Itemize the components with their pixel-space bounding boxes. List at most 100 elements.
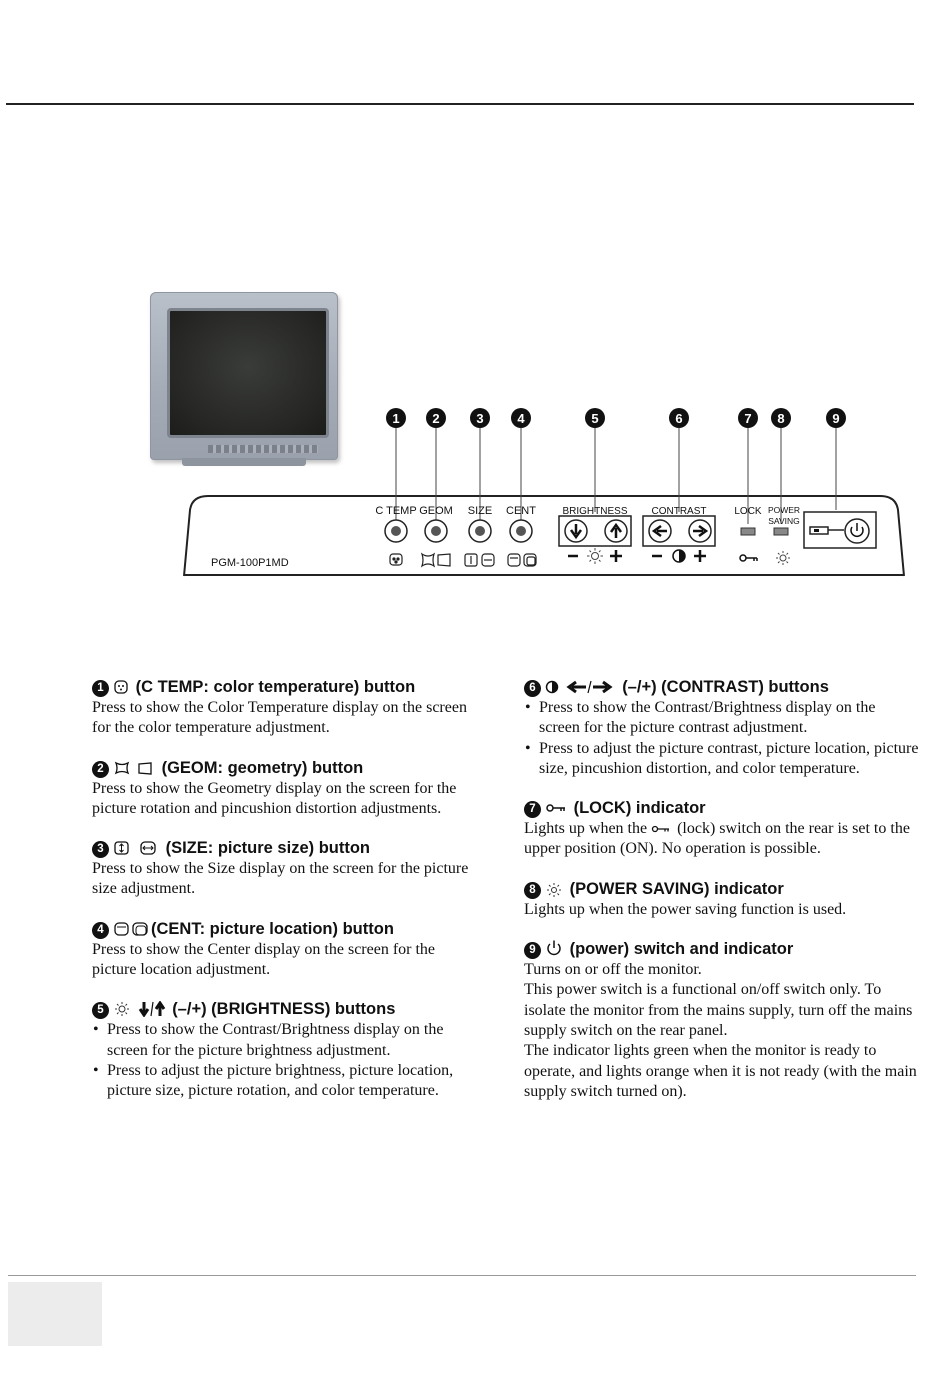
item-text: This power switch is a functional on/off…	[524, 981, 913, 1039]
bullet-item: Press to show the Contrast/Brightness di…	[92, 1020, 482, 1061]
callout-2: 2	[426, 408, 446, 428]
item-text: Lights up when the (lock) switch on the …	[524, 819, 919, 860]
left-right-arrows-icon	[566, 680, 613, 694]
ctemp-icon	[114, 680, 128, 694]
number-badge: 3	[92, 841, 109, 859]
bullet-item: Press to adjust the picture contrast, pi…	[524, 739, 919, 780]
control-panel-diagram: 1 2 3 4 5 6 7 8 9 C TEMP GEOM SIZE CENT …	[183, 408, 905, 577]
item-heading: 4 (CENT: picture location) button	[92, 918, 482, 940]
item-heading: 9 (power) switch and indicator	[524, 938, 919, 960]
item-size: 3 (SIZE: picture size) button Press to s…	[92, 837, 482, 900]
item-cent: 4 (CENT: picture location) button Press t…	[92, 918, 482, 981]
contrast-down-button[interactable]	[648, 519, 672, 543]
item-power: 9 (power) switch and indicator Turns on …	[524, 938, 919, 1102]
item-title: (CENT: picture location) button	[151, 919, 394, 938]
monitor-stand	[182, 458, 306, 466]
callout-5: 5	[585, 408, 605, 428]
geom-icon	[420, 552, 451, 568]
number-badge: 1	[92, 680, 109, 697]
item-heading: 7 (LOCK) indicator	[524, 797, 919, 819]
callout-9: 9	[826, 408, 846, 428]
item-lock: 7 (LOCK) indicator Lights up when the (l…	[524, 797, 919, 860]
size-icon	[114, 841, 156, 855]
item-title: (C TEMP: color temperature) button	[135, 678, 416, 696]
number-badge: 7	[524, 801, 541, 819]
cent-icon	[507, 553, 537, 567]
lock-label: LOCK	[734, 506, 762, 517]
item-title: (–/+) (BRIGHTNESS) buttons	[172, 1000, 396, 1019]
contrast-symbols	[652, 549, 706, 563]
lock-indicator-lamp	[740, 527, 756, 536]
svg-text:8: 8	[777, 411, 784, 426]
number-badge: 8	[524, 881, 541, 899]
item-brightness: 5 (–/+) (BRIGHTNESS) buttons Press to sh…	[92, 998, 482, 1101]
item-text: The indicator lights green when the moni…	[524, 1042, 917, 1100]
contrast-button-group	[642, 515, 716, 547]
item-text: Press to show the Center display on the …	[92, 940, 436, 979]
power-switch[interactable]	[844, 518, 870, 544]
brightness-icon	[115, 1002, 129, 1017]
number-badge: 5	[92, 1002, 109, 1020]
item-title: (LOCK) indicator	[573, 799, 706, 818]
cent-label: CENT	[506, 505, 536, 517]
size-button[interactable]	[468, 519, 492, 543]
bullet-item: Press to show the Contrast/Brightness di…	[524, 698, 919, 739]
ctemp-icon	[389, 553, 403, 566]
item-text: Turns on or off the monitor.	[524, 961, 702, 979]
geom-button[interactable]	[424, 519, 448, 543]
model-name: PGM-100P1MD	[211, 557, 289, 569]
brightness-symbols	[568, 548, 622, 564]
item-title: (power) switch and indicator	[569, 940, 794, 959]
item-contrast: 6 (–/+) (CONTRAST) buttons Press to show…	[524, 676, 919, 779]
cent-button[interactable]	[509, 519, 533, 543]
item-title: (SIZE: picture size) button	[165, 839, 371, 858]
key-icon	[651, 826, 670, 833]
power-saving-label-line2: SAVING	[768, 516, 800, 526]
number-badge: 6	[524, 680, 541, 697]
power-saving-icon	[547, 882, 561, 897]
page-number-tab	[8, 1282, 102, 1346]
item-power-saving: 8 (POWER SAVING) indicator Lights up whe…	[524, 878, 919, 920]
item-title: (–/+) (CONTRAST) buttons	[622, 678, 829, 696]
svg-text:2: 2	[432, 411, 439, 426]
brightness-label: BRIGHTNESS	[562, 506, 627, 517]
number-badge: 9	[524, 942, 541, 960]
item-title: (GEOM: geometry) button	[161, 758, 364, 777]
down-up-arrows-icon	[138, 1001, 165, 1018]
brightness-icon	[587, 548, 603, 564]
item-heading: 2 (GEOM: geometry) button	[92, 757, 482, 779]
callout-1: 1	[386, 408, 406, 428]
power-saving-icon	[776, 551, 790, 565]
power-saving-indicator-lamp	[773, 527, 789, 536]
item-bullets: Press to show the Contrast/Brightness di…	[92, 1020, 482, 1101]
brightness-down-button[interactable]	[564, 519, 588, 543]
item-bullets: Press to show the Contrast/Brightness di…	[524, 698, 919, 779]
cent-icon	[114, 922, 148, 936]
size-icon	[464, 553, 495, 567]
callout-6: 6	[669, 408, 689, 428]
monitor-photo	[150, 292, 340, 468]
number-badge: 4	[92, 921, 109, 939]
panel-outline	[183, 495, 905, 577]
item-heading: 5 (–/+) (BRIGHTNESS) buttons	[92, 998, 482, 1020]
svg-text:9: 9	[832, 411, 839, 426]
ctemp-button[interactable]	[384, 519, 408, 543]
bullet-item: Press to adjust the picture brightness, …	[92, 1061, 482, 1102]
contrast-label: CONTRAST	[652, 506, 707, 517]
item-geom: 2 (GEOM: geometry) button Press to show …	[92, 757, 482, 820]
bottom-rule	[8, 1275, 916, 1276]
brightness-up-button[interactable]	[604, 519, 628, 543]
geom-label: GEOM	[419, 505, 453, 517]
key-icon	[546, 804, 565, 812]
ctemp-label: C TEMP	[375, 505, 416, 517]
svg-text:1: 1	[392, 411, 399, 426]
item-heading: 8 (POWER SAVING) indicator	[524, 878, 919, 900]
item-text-part: (lock) switch on the rear is set to the …	[524, 820, 910, 858]
item-heading: 1 (C TEMP: color temperature) button	[92, 676, 482, 698]
item-text: Lights up when the power saving function…	[524, 900, 847, 918]
top-rule	[6, 103, 914, 105]
svg-text:7: 7	[744, 411, 751, 426]
contrast-up-button[interactable]	[688, 519, 712, 543]
monitor-front-controls	[208, 445, 318, 453]
callout-numbers: 1 2 3 4 5 6 7 8 9	[386, 408, 846, 428]
